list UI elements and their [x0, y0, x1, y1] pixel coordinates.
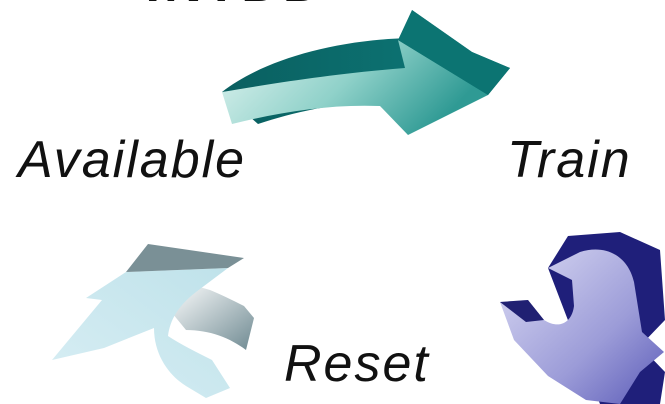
- blue-arrow-notch: [500, 300, 544, 322]
- teal-arrow-head-top: [398, 10, 510, 95]
- blue-arrow-front-face: [500, 249, 664, 404]
- curved-arrow-right-icon: [222, 10, 510, 135]
- state-label-available: Available: [18, 131, 247, 189]
- pale-arrow-top-face: [126, 244, 244, 272]
- state-label-train: Train: [507, 131, 632, 189]
- state-label-reset: Reset: [284, 335, 430, 393]
- teal-arrow-front-face: [222, 40, 488, 135]
- pale-arrow-front-face: [52, 268, 230, 398]
- u-turn-arrow-down-icon: [500, 232, 665, 404]
- state-label-top: INTDD: [148, 0, 327, 14]
- curved-arrow-up-icon: [52, 244, 254, 398]
- pale-arrow-shadow-face: [168, 285, 254, 350]
